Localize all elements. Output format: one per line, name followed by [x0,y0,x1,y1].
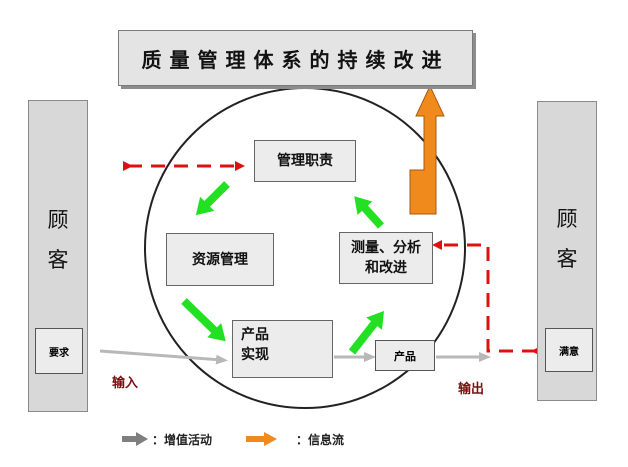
legend-gray-arrow [122,432,148,446]
realization-label-line2: 实现 [241,347,269,363]
product-realization-box: 产品 实现 [232,320,333,378]
management-responsibility-box: 管理职责 [254,140,356,182]
improvement-arrow [409,84,445,215]
resource-management-box: 资源管理 [166,233,274,286]
resource-management-label: 资源管理 [192,251,248,268]
customer-panel-left: 顾 客 要求 [28,100,88,412]
customer-left-char-2: 客 [47,248,69,272]
customer-panel-right: 顾 客 满意 [537,101,597,401]
requirement-box: 要求 [35,328,83,374]
customer-right-char-1: 顾 [556,207,578,231]
legend-value-add-label: ：增值活动 [152,433,213,447]
realization-label-line1: 产品 [241,327,269,343]
measurement-label-line2: 和改进 [365,260,407,276]
output-label: 输出 [458,382,485,397]
green-arrow-product-to-measurement [348,311,385,355]
measurement-label-line1: 测量、分析 [351,240,421,256]
input-flow-arrow [99,349,228,365]
green-arrow-measurement-to-management [354,196,384,229]
page-title: 质量管理体系的持续改进 [118,30,473,86]
customer-right-char-2: 客 [556,247,578,271]
product-box: 产品 [375,340,435,371]
green-arrow-resource-to-realization [181,298,226,342]
legend-orange-arrow [246,432,277,446]
legend-info-flow-label: ：信息流 [296,433,345,447]
customer-left-char-1: 顾 [47,208,69,232]
input-label: 输入 [112,376,139,391]
green-arrow-management-to-resource [195,181,230,216]
measurement-analysis-box: 测量、分析 和改进 [339,232,433,284]
info-flow-arrow-right [432,240,541,356]
satisfaction-box: 满意 [545,328,593,372]
management-responsibility-label: 管理职责 [277,153,333,169]
